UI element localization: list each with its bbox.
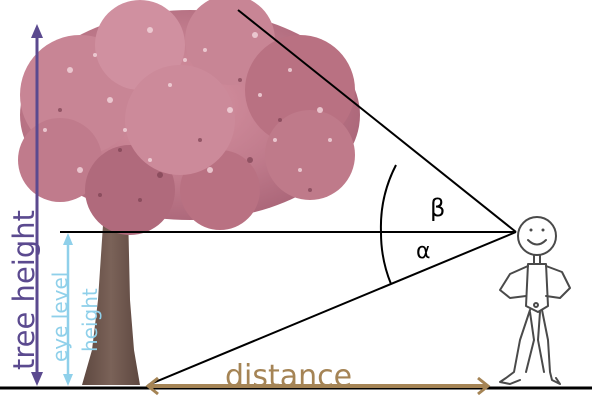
eye-level-height-label-group: eye level height (48, 272, 102, 362)
person-head (517, 216, 557, 256)
stick-figure-person-icon (499, 216, 571, 385)
sight-line-to-tree-base (147, 231, 517, 386)
person-torso (525, 263, 549, 313)
eye-level-height-arrow (63, 233, 73, 386)
angle-alpha-label: α (416, 239, 431, 264)
tree-trunk (82, 210, 140, 385)
angle-arc-alpha (379, 231, 392, 285)
sight-line-to-treetop (237, 9, 517, 233)
cherry-blossom-tree-icon (18, 0, 360, 385)
eye-level-height-label-line1: eye level (48, 272, 72, 362)
tree-height-arrow (31, 24, 43, 386)
eye-level-height-label-line2: height (78, 288, 102, 352)
distance-label: distance (225, 359, 352, 394)
angle-beta-label: β (430, 194, 445, 222)
tree-height-label: tree height (7, 210, 41, 370)
tree-canopy (18, 0, 360, 235)
angle-arc-beta (379, 164, 397, 233)
distance-arrow (145, 376, 491, 396)
sight-lines (60, 9, 517, 386)
